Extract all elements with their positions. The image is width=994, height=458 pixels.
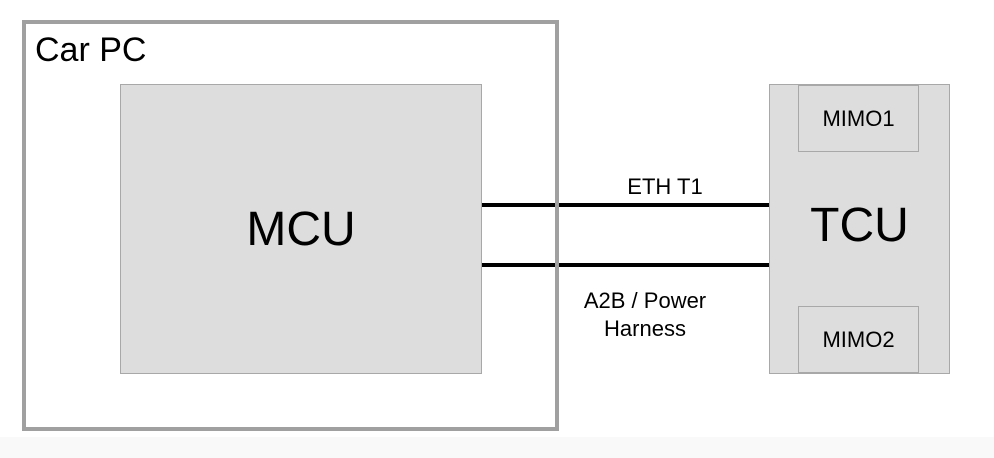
mcu-label: MCU — [246, 202, 356, 256]
car-pc-right-border — [555, 20, 559, 431]
a2b-label-line-2: Harness — [604, 316, 686, 341]
footer-strip — [0, 437, 994, 458]
tcu-label: TCU — [810, 199, 909, 252]
eth-t1-connection — [482, 203, 771, 207]
mcu-node: MCU — [120, 84, 482, 374]
a2b-label-line-1: A2B / Power — [583, 288, 707, 313]
mimo2-node: MIMO2 — [798, 306, 919, 373]
a2b-power-label: A2B / Power Harness — [540, 287, 750, 343]
car-pc-label: Car PC — [35, 31, 147, 69]
mimo1-node: MIMO1 — [798, 85, 919, 152]
a2b-power-connection — [482, 263, 771, 267]
mimo2-label: MIMO2 — [822, 326, 895, 352]
mimo1-label: MIMO1 — [822, 105, 895, 131]
eth-t1-label: ETH T1 — [627, 174, 703, 199]
